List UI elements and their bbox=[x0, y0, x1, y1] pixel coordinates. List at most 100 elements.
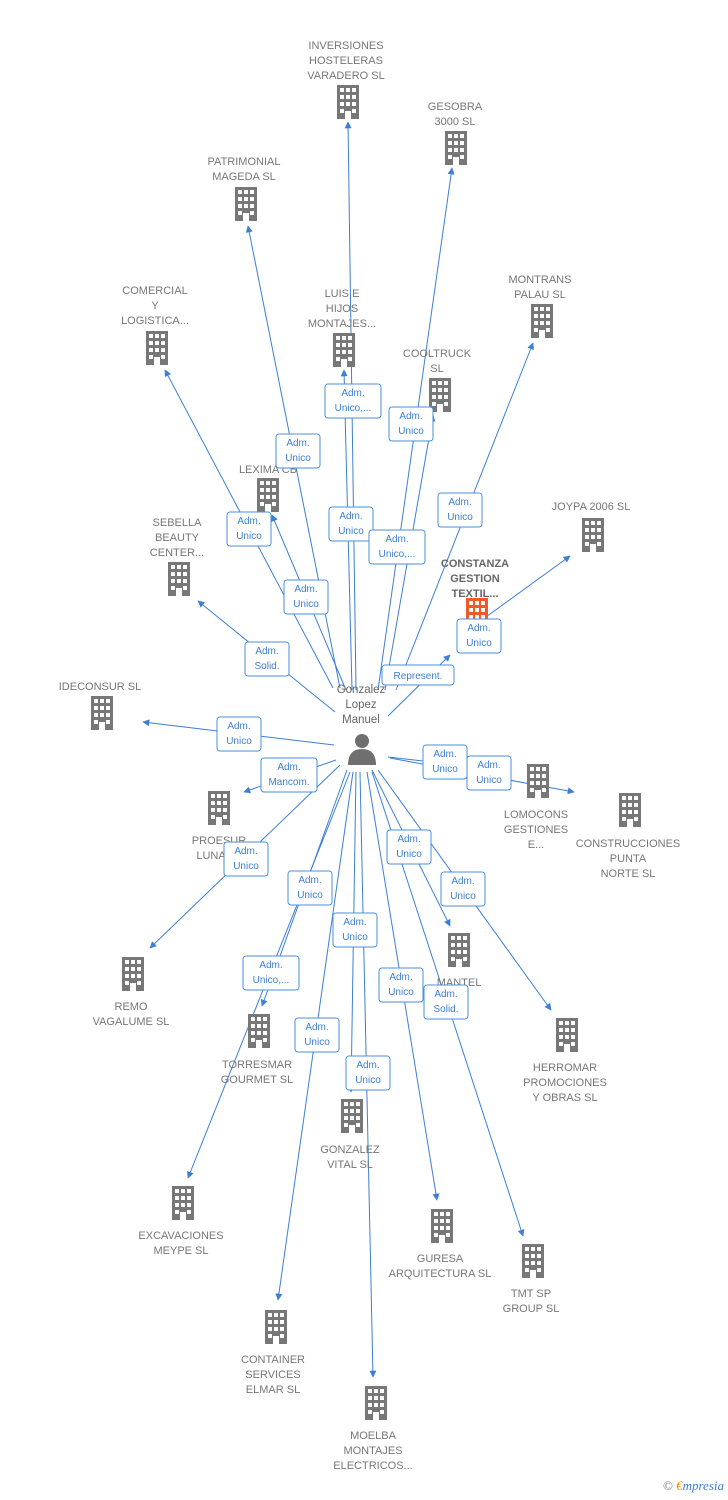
company-label: TORRESMAR bbox=[222, 1059, 292, 1071]
company-node-comercial[interactable]: COMERCIALYLOGISTICA... bbox=[121, 285, 189, 365]
company-label: GONZALEZ bbox=[320, 1144, 380, 1156]
company-label: PROMOCIONES bbox=[523, 1077, 607, 1089]
role-tag: Adm. Unico bbox=[226, 511, 272, 547]
role-tag-text: Unico,... bbox=[253, 975, 290, 986]
role-tag-text: Unico bbox=[293, 599, 319, 610]
company-label: GESTIONES bbox=[504, 824, 568, 836]
company-label: CONSTANZA bbox=[441, 558, 509, 570]
footer-brand[interactable]: © €mpresia bbox=[663, 1478, 724, 1494]
company-node-lomocons[interactable]: LOMOCONSGESTIONESE... bbox=[504, 764, 568, 851]
building-icon bbox=[582, 518, 604, 552]
person-label: Manuel bbox=[342, 714, 380, 726]
role-tag-text: Solid. bbox=[254, 661, 279, 672]
role-tag-text: Adm. bbox=[389, 972, 412, 983]
role-tag: Adm.Unico bbox=[466, 755, 512, 791]
company-label: IDECONSUR SL bbox=[59, 681, 142, 693]
company-label: REMO bbox=[115, 1001, 148, 1013]
company-node-tmt[interactable]: TMT SP GROUP SL bbox=[503, 1244, 560, 1315]
role-tag-text: Unico bbox=[285, 453, 311, 464]
role-tag-text: Unico bbox=[338, 526, 364, 537]
company-label: ARQUITECTURA SL bbox=[389, 1268, 492, 1280]
brand-mark: € bbox=[676, 1478, 683, 1493]
role-tag-text: Adm. bbox=[397, 834, 420, 845]
role-tag: Adm.Unico bbox=[422, 744, 468, 780]
company-node-cooltruck[interactable]: COOLTRUCK SL bbox=[403, 348, 472, 412]
role-tag-text: Adm. bbox=[234, 846, 257, 857]
company-node-gonzalezvital[interactable]: GONZALEZ VITAL SL bbox=[320, 1099, 380, 1171]
role-tag: Adm.Unico,... bbox=[368, 529, 426, 565]
company-label: VITAL SL bbox=[327, 1159, 373, 1171]
role-tag-text: Unico bbox=[450, 891, 476, 902]
role-tag-text: Adm. bbox=[339, 511, 362, 522]
role-tag: Adm.Unico bbox=[287, 870, 333, 906]
role-tag-text: Unico bbox=[447, 512, 473, 523]
company-label: TEXTIL... bbox=[451, 588, 498, 600]
role-tag-text: Unico bbox=[297, 890, 323, 901]
role-tag-text: Adm. bbox=[477, 760, 500, 771]
company-label: INVERSIONES bbox=[308, 40, 383, 52]
company-node-moelba[interactable]: MOELBAMONTAJESELECTRICOS... bbox=[333, 1386, 413, 1472]
role-tag-text: Unico bbox=[355, 1075, 381, 1086]
role-tag-text: Adm. bbox=[451, 876, 474, 887]
company-label: NORTE SL bbox=[601, 868, 656, 880]
role-tag-text: Adm. bbox=[341, 388, 364, 399]
role-tag-text: Unico bbox=[388, 987, 414, 998]
role-tag-text: Unico bbox=[396, 849, 422, 860]
company-label: JOYPA 2006 SL bbox=[552, 501, 631, 513]
role-tag-text: Adm. bbox=[237, 516, 260, 527]
company-node-joypa[interactable]: JOYPA 2006 SL bbox=[552, 501, 631, 552]
company-node-sebella[interactable]: SEBELLABEAUTYCENTER... bbox=[150, 517, 204, 596]
building-icon bbox=[265, 1310, 287, 1344]
role-tag-text: Unico bbox=[236, 531, 262, 542]
company-label: MONTAJES bbox=[343, 1445, 402, 1457]
role-tag-text: Unico bbox=[233, 861, 259, 872]
person-label: Gonzalez bbox=[337, 684, 386, 696]
company-label: PATRIMONIAL bbox=[208, 156, 281, 168]
role-tag-text: Adm. bbox=[433, 749, 456, 760]
role-tag-text: Adm. bbox=[399, 411, 422, 422]
role-tags: Adm.Unico,...Adm.UnicoAdm.UnicoAdm.Unico… bbox=[216, 383, 512, 1091]
company-label: BEAUTY bbox=[155, 532, 200, 544]
role-tag-text: Unico bbox=[304, 1037, 330, 1048]
role-tag: Adm. Unico bbox=[294, 1017, 340, 1053]
company-node-patrimonial[interactable]: PATRIMONIAL MAGEDA SL bbox=[208, 156, 281, 221]
company-label: VARADERO SL bbox=[307, 70, 384, 82]
role-tag-text: Unico,... bbox=[379, 549, 416, 560]
company-label: GROUP SL bbox=[503, 1303, 560, 1315]
building-icon bbox=[235, 187, 257, 221]
role-tag-text: Unico bbox=[398, 426, 424, 437]
building-icon bbox=[168, 562, 190, 596]
company-label: COOLTRUCK bbox=[403, 348, 472, 360]
company-label: MAGEDA SL bbox=[212, 171, 276, 183]
company-node-constanza[interactable]: CONSTANZAGESTIONTEXTIL... bbox=[441, 558, 509, 632]
company-label: 3000 SL bbox=[435, 116, 476, 128]
role-tag: Adm.Unico bbox=[345, 1055, 391, 1091]
company-label: HERROMAR bbox=[533, 1062, 597, 1074]
company-label: TMT SP bbox=[511, 1288, 551, 1300]
building-icon bbox=[333, 333, 355, 367]
company-label: SL bbox=[430, 363, 443, 375]
brand-name: mpresia bbox=[682, 1478, 724, 1493]
company-node-lexima[interactable]: LEXIMA CB bbox=[239, 464, 297, 512]
company-label: MONTAJES... bbox=[308, 318, 376, 330]
role-tag-text: Adm. bbox=[305, 1022, 328, 1033]
person-icon bbox=[348, 734, 376, 765]
role-tag: Adm. Unico bbox=[386, 829, 432, 865]
role-tag-text: Adm. bbox=[467, 623, 490, 634]
company-node-luis[interactable]: LUIS EHIJOSMONTAJES... bbox=[308, 288, 376, 367]
building-icon bbox=[531, 304, 553, 338]
company-label: PUNTA bbox=[610, 853, 647, 865]
role-tag: Adm.Unico bbox=[456, 618, 502, 654]
company-node-ideconsur[interactable]: IDECONSUR SL bbox=[59, 681, 142, 730]
